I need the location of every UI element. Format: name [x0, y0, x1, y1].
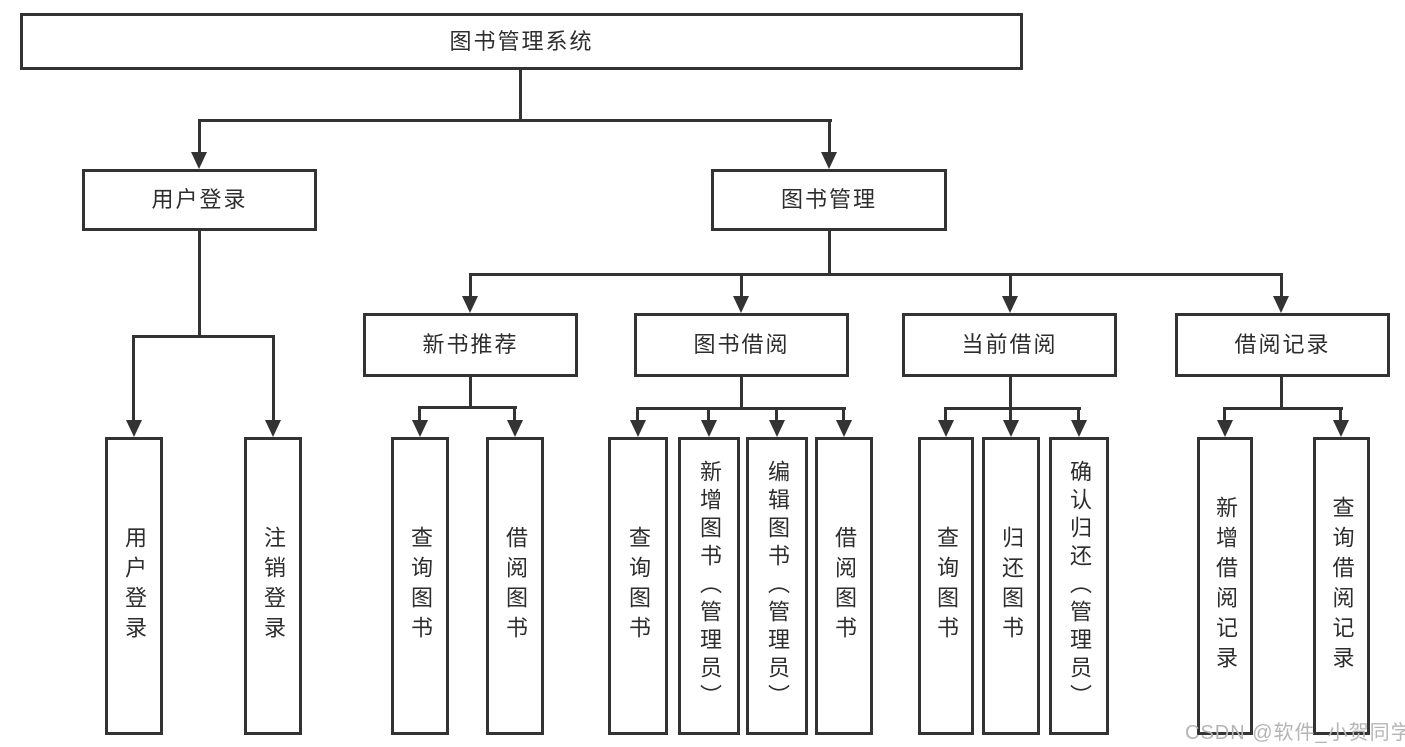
node-root: 图书管理系统 — [20, 13, 1023, 70]
node-leaf-add-books-admin-label: 新增图书（管理员） — [697, 460, 722, 712]
node-new-book-recommend: 新书推荐 — [363, 313, 578, 377]
arrow-down-icon — [126, 420, 142, 437]
connector-line — [519, 70, 522, 120]
connector-line — [944, 407, 1081, 410]
arrow-down-icon — [630, 420, 646, 437]
arrow-down-icon — [1071, 420, 1087, 437]
connector-line — [469, 377, 472, 408]
connector-line — [1009, 377, 1012, 409]
connector-line — [132, 335, 135, 423]
arrow-down-icon — [1003, 420, 1019, 437]
connector-line — [1009, 407, 1012, 423]
connector-line — [469, 273, 472, 299]
arrow-down-icon — [701, 420, 717, 437]
node-user-login: 用户登录 — [82, 169, 317, 231]
node-leaf-add-books-admin: 新增图书（管理员） — [678, 437, 740, 735]
arrow-down-icon — [1273, 296, 1289, 313]
node-leaf-query-books-3-label: 查询图书 — [934, 526, 959, 646]
connector-line — [1009, 273, 1012, 299]
node-leaf-query-books-1-label: 查询图书 — [408, 526, 433, 646]
node-current-borrow-label: 当前借阅 — [961, 332, 1058, 357]
arrow-down-icon — [1217, 420, 1233, 437]
node-leaf-query-books-3: 查询图书 — [918, 437, 974, 735]
connector-line — [1339, 407, 1342, 423]
node-book-borrow-label: 图书借阅 — [693, 332, 790, 357]
node-current-borrow: 当前借阅 — [902, 313, 1117, 377]
connector-line — [740, 273, 743, 299]
node-leaf-user-login: 用户登录 — [105, 437, 163, 735]
node-leaf-query-books-2: 查询图书 — [608, 437, 668, 735]
arrow-down-icon — [733, 296, 749, 313]
node-leaf-confirm-return-admin: 确认归还（管理员） — [1049, 437, 1109, 735]
node-leaf-borrow-books-1: 借阅图书 — [486, 437, 544, 735]
node-leaf-confirm-return-admin-label: 确认归还（管理员） — [1067, 460, 1092, 712]
node-book-management-label: 图书管理 — [780, 187, 877, 212]
node-leaf-user-login-label: 用户登录 — [122, 526, 147, 646]
node-user-login-label: 用户登录 — [151, 187, 248, 212]
node-new-book-recommend-label: 新书推荐 — [422, 332, 519, 357]
connector-line — [636, 407, 639, 423]
node-leaf-query-borrow-record-label: 查询借阅记录 — [1329, 496, 1355, 676]
connector-line — [198, 119, 832, 122]
arrow-down-icon — [462, 296, 478, 313]
connector-line — [1223, 407, 1343, 410]
node-leaf-return-books: 归还图书 — [982, 437, 1040, 735]
node-leaf-edit-books-admin-label: 编辑图书（管理员） — [765, 460, 790, 712]
node-leaf-query-books-2-label: 查询图书 — [626, 526, 651, 646]
arrow-down-icon — [769, 420, 785, 437]
connector-line — [132, 335, 275, 338]
node-book-management: 图书管理 — [711, 169, 947, 231]
connector-line — [1280, 273, 1283, 299]
arrow-down-icon — [1333, 420, 1349, 437]
connector-line — [828, 119, 831, 155]
node-borrow-records-label: 借阅记录 — [1234, 332, 1331, 357]
node-leaf-query-books-1: 查询图书 — [391, 437, 449, 735]
connector-line — [418, 406, 517, 409]
node-book-borrow: 图书借阅 — [634, 313, 849, 377]
node-borrow-records: 借阅记录 — [1175, 313, 1390, 377]
connector-line — [842, 407, 845, 423]
connector-line — [513, 406, 516, 423]
connector-line — [198, 119, 201, 155]
arrow-down-icon — [1002, 296, 1018, 313]
node-leaf-query-borrow-record: 查询借阅记录 — [1313, 437, 1370, 735]
connector-line — [469, 273, 1283, 276]
node-leaf-borrow-books-2: 借阅图书 — [815, 437, 873, 735]
csdn-watermark: CSDN @软件_小贺同学 — [1185, 722, 1405, 744]
arrow-down-icon — [265, 420, 281, 437]
connector-line — [1280, 377, 1283, 409]
connector-line — [828, 231, 831, 276]
connector-line — [272, 335, 275, 423]
node-leaf-add-borrow-record-label: 新增借阅记录 — [1213, 496, 1238, 676]
arrow-down-icon — [191, 152, 207, 169]
arrow-down-icon — [821, 152, 837, 169]
connector-line — [636, 407, 846, 410]
node-leaf-add-borrow-record: 新增借阅记录 — [1197, 437, 1253, 735]
arrow-down-icon — [836, 420, 852, 437]
connector-line — [198, 231, 201, 337]
arrow-down-icon — [412, 420, 428, 437]
connector-line — [707, 407, 710, 423]
node-leaf-logout: 注销登录 — [244, 437, 302, 735]
node-leaf-return-books-label: 归还图书 — [999, 526, 1024, 646]
connector-line — [1077, 407, 1080, 423]
node-leaf-borrow-books-2-label: 借阅图书 — [832, 526, 857, 646]
node-leaf-logout-label: 注销登录 — [261, 526, 286, 646]
connector-line — [418, 406, 421, 423]
connector-line — [1223, 407, 1226, 423]
node-leaf-borrow-books-1-label: 借阅图书 — [503, 526, 528, 646]
node-root-label: 图书管理系统 — [449, 28, 594, 54]
arrow-down-icon — [507, 420, 523, 437]
connector-line — [944, 407, 947, 423]
connector-line — [775, 407, 778, 423]
node-leaf-edit-books-admin: 编辑图书（管理员） — [746, 437, 808, 735]
connector-line — [740, 377, 743, 409]
arrow-down-icon — [938, 420, 954, 437]
